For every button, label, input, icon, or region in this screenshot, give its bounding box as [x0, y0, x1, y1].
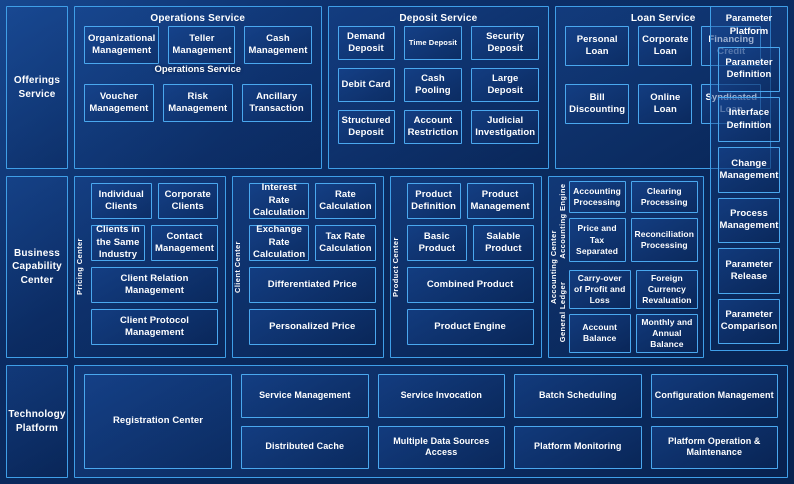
rail-item-change-management[interactable]: Change Management: [718, 147, 780, 193]
capability-box[interactable]: Differentiated Price: [249, 267, 376, 303]
section-accounting-engine: Accounting Engine Accounting Processing …: [558, 177, 703, 266]
capability-box[interactable]: Clearing Processing: [630, 181, 698, 214]
capability-box[interactable]: Multiple Data Sources Access: [377, 425, 505, 469]
group-title-operations-service: Operations Service: [150, 13, 246, 24]
capability-box[interactable]: Platform Monitoring: [514, 425, 642, 469]
capability-box[interactable]: Distributed Cache: [241, 425, 369, 469]
group-title-loan-service: Loan Service: [630, 13, 696, 24]
capability-box[interactable]: Voucher Management: [84, 84, 154, 122]
capability-box[interactable]: Service Invocation: [377, 374, 505, 418]
column-vlabel-client-center: Client Center: [233, 241, 242, 293]
column-vlabel-product-center: Product Center: [390, 237, 400, 297]
capability-box[interactable]: Demand Deposit: [337, 26, 395, 60]
capability-box[interactable]: Interest Rate Calculation: [249, 182, 310, 219]
capability-box[interactable]: Product Definition: [406, 183, 461, 219]
capability-box[interactable]: Security Deposit: [471, 26, 540, 60]
capability-box[interactable]: Salable Product: [473, 225, 534, 261]
capability-box[interactable]: Individual Clients: [91, 183, 152, 219]
capability-box[interactable]: Platform Operation & Maintenance: [650, 425, 778, 469]
group-deposit-service: Deposit Service Demand Deposit Time Depo…: [327, 6, 550, 169]
capability-box[interactable]: Time Deposit: [403, 26, 463, 60]
capability-box[interactable]: Exchange Rate Calculation: [249, 224, 310, 261]
capability-box[interactable]: Bill Discounting: [565, 84, 630, 124]
capability-box[interactable]: Foreign Currency Revaluation: [635, 269, 698, 309]
capability-box[interactable]: Price and Tax Separated: [568, 218, 626, 262]
column-accounting-center: Accounting Center Accounting Engine Acco…: [547, 176, 704, 358]
capability-box[interactable]: Cash Management: [244, 26, 312, 64]
capability-box[interactable]: Monthly and Annual Balance: [635, 313, 698, 353]
capability-box[interactable]: Basic Product: [406, 225, 468, 261]
capability-box[interactable]: Reconciliation Processing: [630, 218, 698, 262]
capability-box[interactable]: Personalized Price: [249, 309, 376, 345]
capability-box[interactable]: Product Engine: [406, 309, 534, 345]
capability-box[interactable]: Contact Management: [150, 225, 218, 261]
capability-box[interactable]: Configuration Management: [650, 374, 778, 418]
capability-box[interactable]: Risk Management: [162, 84, 233, 122]
band-business-capability-center: Business Capability Center Pricing Cente…: [6, 176, 788, 358]
rail-item-interface-definition[interactable]: Interface Definition: [718, 97, 780, 143]
capability-box[interactable]: Account Restriction: [403, 110, 463, 144]
technology-platform-body: Registration Center Service Management S…: [74, 365, 788, 478]
column-client-center: Client Center Interest Rate Calculation …: [232, 176, 384, 358]
capability-box[interactable]: Account Balance: [568, 313, 631, 353]
capability-box[interactable]: Product Management: [466, 183, 534, 219]
capability-box[interactable]: Clients in the Same Industry: [91, 224, 145, 261]
capability-box[interactable]: Personal Loan: [565, 26, 630, 66]
capability-box[interactable]: Judicial Investigation: [471, 110, 540, 144]
section-general-ledger: General Ledger Carry-over of Profit and …: [558, 266, 703, 357]
capability-box[interactable]: Rate Calculation: [315, 183, 376, 219]
capability-box[interactable]: Corporate Loan: [638, 26, 693, 66]
capability-box[interactable]: Batch Scheduling: [514, 374, 642, 418]
column-vlabel-accounting-center: Accounting Center: [548, 230, 558, 304]
capability-box[interactable]: Accounting Processing: [568, 181, 626, 214]
group-title-operations-service-duplicate: Operations Service: [154, 64, 242, 75]
capability-box[interactable]: Structured Deposit: [337, 110, 395, 144]
group-title-deposit-service: Deposit Service: [399, 13, 478, 24]
column-product-center: Product Center Product Definition Produc…: [389, 176, 542, 358]
capability-box-registration-center[interactable]: Registration Center: [84, 374, 232, 469]
capability-box[interactable]: Online Loan: [638, 84, 693, 124]
rail-parameter-platform: Parameter Platform Parameter Definition …: [710, 6, 788, 351]
rail-item-parameter-comparison[interactable]: Parameter Comparison: [718, 298, 780, 344]
rail-title-parameter-platform: Parameter Platform: [725, 13, 773, 37]
capability-box[interactable]: Debit Card: [337, 68, 395, 102]
column-pricing-center: Pricing Center Individual Clients Corpor…: [74, 176, 226, 358]
capability-box[interactable]: Tax Rate Calculation: [315, 225, 376, 261]
capability-box[interactable]: Organizational Management: [84, 26, 160, 64]
rail-item-parameter-release[interactable]: Parameter Release: [718, 248, 780, 294]
capability-box[interactable]: Service Management: [241, 374, 369, 418]
band-offerings-service: Offerings Service Operations Service Org…: [6, 6, 788, 351]
capability-box[interactable]: Carry-over of Profit and Loss: [568, 269, 631, 309]
capability-box[interactable]: Corporate Clients: [157, 183, 218, 219]
band-label-business-capability-center: Business Capability Center: [6, 176, 68, 358]
band-label-offerings-service: Offerings Service: [6, 6, 68, 169]
rail-item-process-management[interactable]: Process Management: [718, 197, 780, 244]
section-vlabel-accounting-engine: Accounting Engine: [557, 183, 567, 259]
band-technology-platform: Technology Platform Registration Center …: [6, 365, 788, 478]
capability-box[interactable]: Client Relation Management: [91, 267, 218, 303]
column-vlabel-pricing-center: Pricing Center: [75, 238, 84, 296]
rail-item-parameter-definition[interactable]: Parameter Definition: [718, 46, 780, 93]
capability-box[interactable]: Teller Management: [168, 26, 236, 64]
capability-box[interactable]: Large Deposit: [471, 68, 540, 102]
capability-box[interactable]: Client Protocol Management: [91, 309, 218, 345]
capability-box[interactable]: Cash Pooling: [403, 68, 463, 102]
capability-box[interactable]: Combined Product: [406, 267, 534, 303]
band-label-technology-platform: Technology Platform: [6, 365, 68, 478]
capability-box[interactable]: Ancillary Transaction: [241, 84, 312, 122]
group-operations-service: Operations Service Organizational Manage…: [74, 6, 322, 169]
section-vlabel-general-ledger: General Ledger: [557, 281, 567, 342]
